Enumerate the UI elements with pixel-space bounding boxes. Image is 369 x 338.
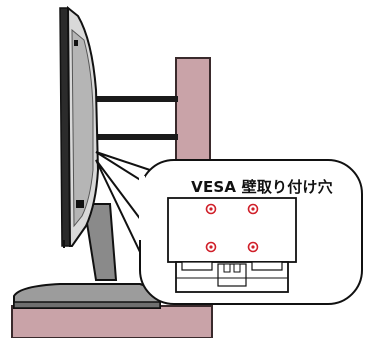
monitor-side-view-icon bbox=[59, 5, 100, 248]
vesa-hole-bottom-left bbox=[205, 241, 217, 253]
monitor-stand-icon bbox=[13, 203, 161, 309]
vesa-mount-icon bbox=[167, 197, 297, 293]
callout-title: VESA 壁取り付け穴 bbox=[191, 178, 333, 196]
vesa-holes bbox=[205, 203, 259, 253]
mount-arm-icon bbox=[92, 96, 178, 140]
vesa-hole-bottom-right bbox=[247, 241, 259, 253]
vesa-hole-top-left bbox=[205, 203, 217, 215]
vesa-hole-top-right bbox=[247, 203, 259, 215]
